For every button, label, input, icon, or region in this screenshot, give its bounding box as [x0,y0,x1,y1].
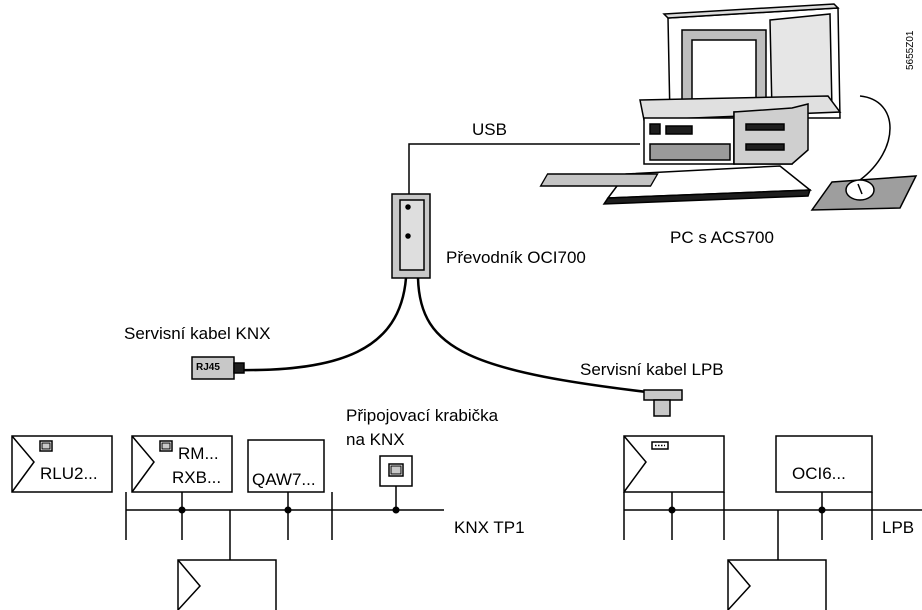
converter-oci700 [391,193,431,279]
lpb-cable-label: Servisní kabel LPB [580,360,724,379]
device-lpb-controller [623,435,725,493]
qaw7-label: QAW7... [252,470,316,489]
lpb-plug-icon [643,389,683,417]
knx-box-label-line2: na KNX [346,430,405,449]
device-rlu2 [11,435,113,493]
usb-label: USB [472,120,507,139]
knx-bus-label: KNX TP1 [454,518,525,537]
rj45-label: RJ45 [196,362,220,373]
converter-label: Převodník OCI700 [446,248,586,267]
lpb-bus-label: LPB [882,518,915,537]
pc-icon [539,3,918,211]
knx-connection-box [379,455,413,487]
rj45-plug-icon [191,356,245,380]
lpb-service-cable [416,277,665,396]
rxb-label: RXB... [172,468,222,487]
knx-cable-label: Servisní kabel KNX [124,324,271,343]
rm-label: RM... [178,444,219,463]
device-knx-controller [177,559,277,610]
lpb-bus [623,492,922,560]
usb-cable [408,143,640,196]
knx-bus [125,486,444,560]
rlu2-label: RLU2... [40,464,98,483]
knx-box-label-line1: Připojovací krabička [346,406,499,425]
figure-id: 5655Z01 [905,30,916,70]
oci6-label: OCI6... [792,464,846,483]
pc-label: PC s ACS700 [670,228,774,247]
device-oci6 [775,435,873,493]
device-rm-rxb [131,435,233,493]
device-lpb-lower [727,559,827,610]
knx-service-cable [233,277,408,372]
device-qaw7 [247,439,325,493]
